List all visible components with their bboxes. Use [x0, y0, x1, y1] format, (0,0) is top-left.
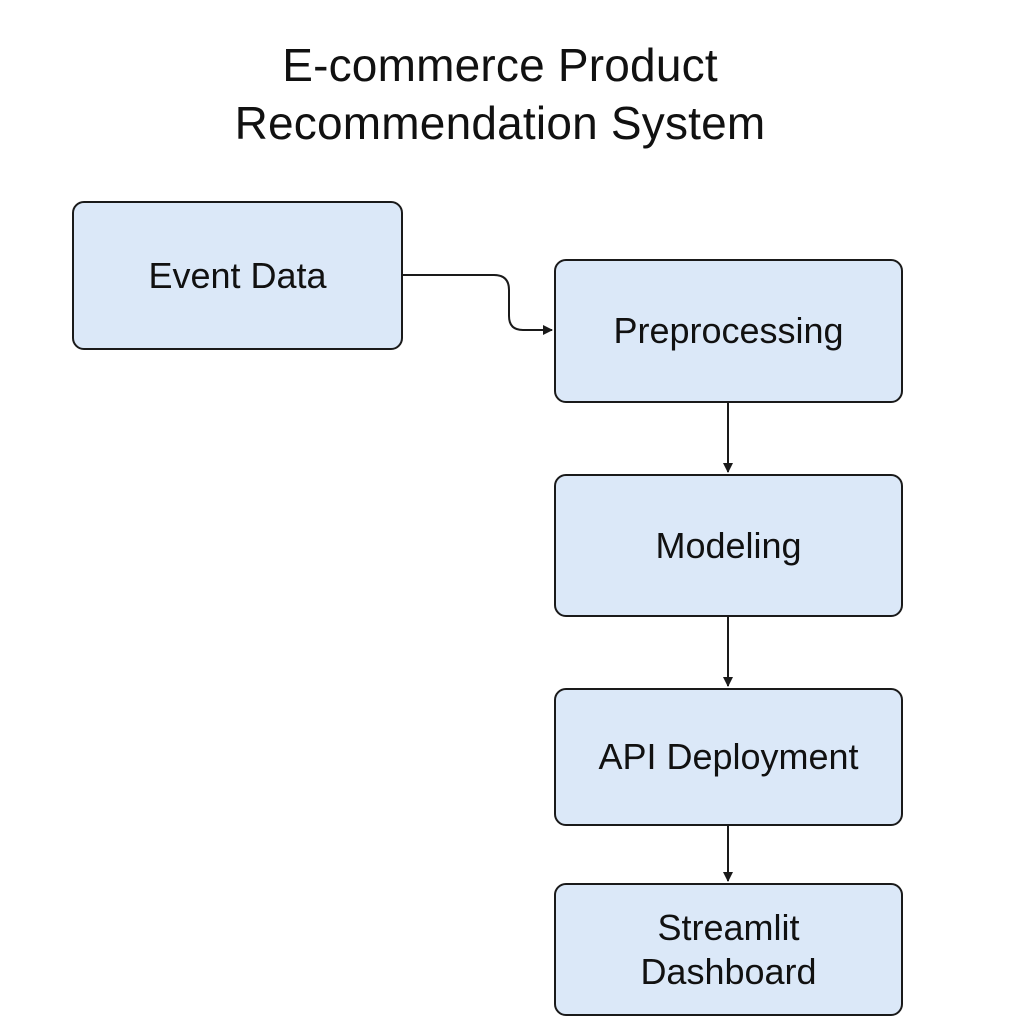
node-streamlit-dashboard-text-line-1: Streamlit — [657, 906, 800, 948]
node-api-deployment-text: API Deployment — [598, 736, 859, 777]
node-modeling-label: Modeling — [655, 524, 801, 568]
diagram-title: E-commerce Product Recommendation System — [0, 36, 1000, 152]
node-api-deployment: API Deployment — [554, 688, 903, 826]
diagram-title-line-2: Recommendation System — [234, 97, 766, 149]
edge-event-data-to-preprocessing — [403, 274, 553, 335]
node-preprocessing-text: Preprocessing — [613, 310, 844, 351]
diagram-title-line-1: E-commerce Product — [282, 39, 718, 91]
node-streamlit-dashboard-label: Streamlit Dashboard — [640, 906, 816, 994]
node-modeling-text: Modeling — [655, 524, 802, 566]
node-preprocessing-label: Preprocessing — [613, 309, 843, 353]
node-event-data-text: Event Data — [148, 254, 327, 296]
node-event-data: Event Data — [72, 201, 403, 350]
node-streamlit-dashboard-text-line-2: Dashboard — [640, 950, 817, 992]
node-preprocessing: Preprocessing — [554, 259, 903, 403]
node-modeling: Modeling — [554, 474, 903, 617]
node-event-data-label: Event Data — [148, 254, 326, 298]
node-streamlit-dashboard: Streamlit Dashboard — [554, 883, 903, 1016]
node-api-deployment-label: API Deployment — [598, 735, 858, 779]
